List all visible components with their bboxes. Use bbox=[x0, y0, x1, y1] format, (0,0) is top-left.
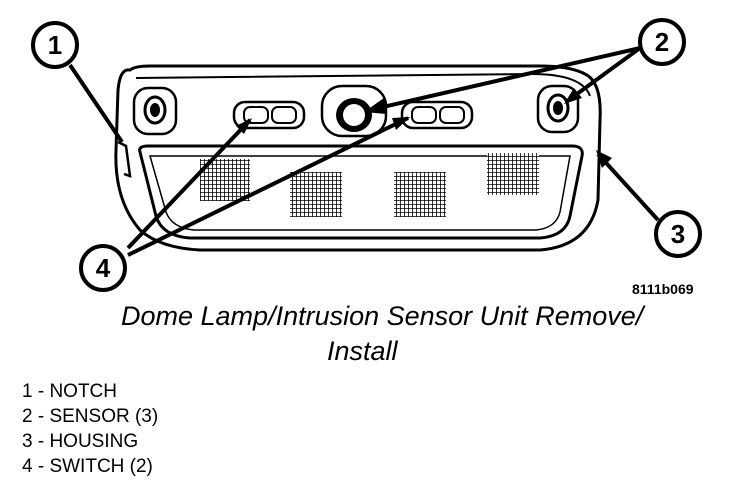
callout-2-number: 2 bbox=[655, 27, 669, 57]
legend-item: 1 - NOTCH bbox=[22, 381, 117, 402]
sensor-right bbox=[536, 84, 580, 134]
lens-panel-inner bbox=[149, 155, 571, 231]
leader-2-center bbox=[369, 46, 641, 112]
leader-2-right bbox=[564, 46, 642, 104]
legend-item: 2 - SENSOR (3) bbox=[22, 406, 159, 427]
figure-code: 8111b069 bbox=[632, 281, 694, 297]
lens-grid-2 bbox=[290, 172, 342, 217]
caption-line-2: Install bbox=[327, 336, 398, 366]
lens-grid-3 bbox=[394, 172, 446, 217]
legend: 1 - NOTCH 2 - SENSOR (3) 3 - HOUSING 4 -… bbox=[22, 379, 158, 479]
callout-2: 2 bbox=[638, 18, 686, 66]
caption-line-1: Dome Lamp/Intrusion Sensor Unit Remove/ bbox=[121, 301, 644, 331]
leader-3 bbox=[596, 152, 660, 222]
callout-3-number: 3 bbox=[671, 219, 685, 249]
sensor-center bbox=[320, 84, 388, 138]
switch-right bbox=[400, 100, 474, 130]
leader-4-left bbox=[126, 118, 252, 250]
sensor-left bbox=[132, 86, 178, 136]
legend-item: 3 - HOUSING bbox=[22, 431, 139, 452]
leader-lines bbox=[68, 46, 660, 257]
callout-1-number: 1 bbox=[48, 30, 62, 60]
arrow-head-4-right bbox=[392, 117, 410, 130]
arrow-head-2-center bbox=[364, 98, 386, 114]
callout-3: 3 bbox=[654, 210, 702, 258]
arrow-head-3 bbox=[596, 150, 612, 168]
callout-4-number: 4 bbox=[96, 253, 111, 283]
leader-1 bbox=[68, 63, 124, 144]
callout-1: 1 bbox=[31, 21, 79, 69]
arrow-head-4-left bbox=[236, 118, 252, 134]
leader-4-right bbox=[127, 116, 409, 257]
switch-left bbox=[232, 100, 306, 130]
legend-item: 4 - SWITCH (2) bbox=[22, 456, 153, 477]
callout-4: 4 bbox=[79, 244, 127, 292]
notch bbox=[117, 140, 132, 178]
arrow-heads bbox=[236, 88, 612, 168]
lens-grid-4 bbox=[487, 153, 539, 195]
arrow-head-2-right bbox=[564, 88, 582, 104]
